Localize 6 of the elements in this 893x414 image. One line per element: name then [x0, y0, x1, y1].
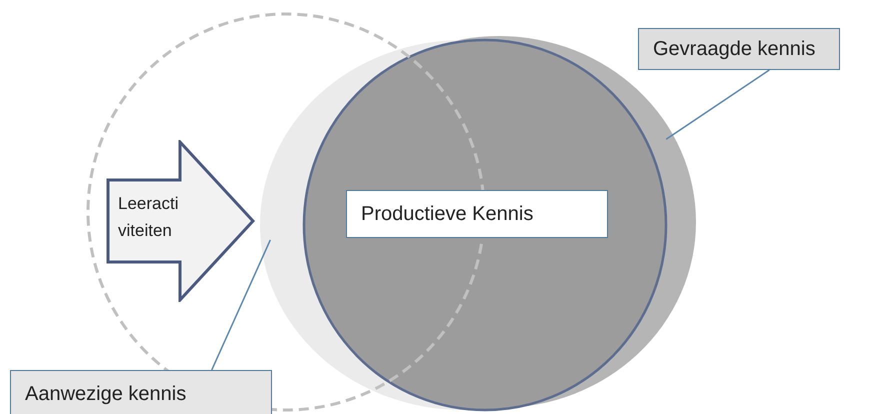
text-box: Productieve Kennis: [346, 190, 608, 238]
arrow-label: Leeracti viteiten: [118, 193, 180, 242]
leader-line: [666, 69, 770, 140]
label-box: Gevraagde kennis: [638, 28, 840, 70]
leader-line: [211, 240, 271, 370]
label-box: Aanwezige kennis: [10, 370, 272, 414]
